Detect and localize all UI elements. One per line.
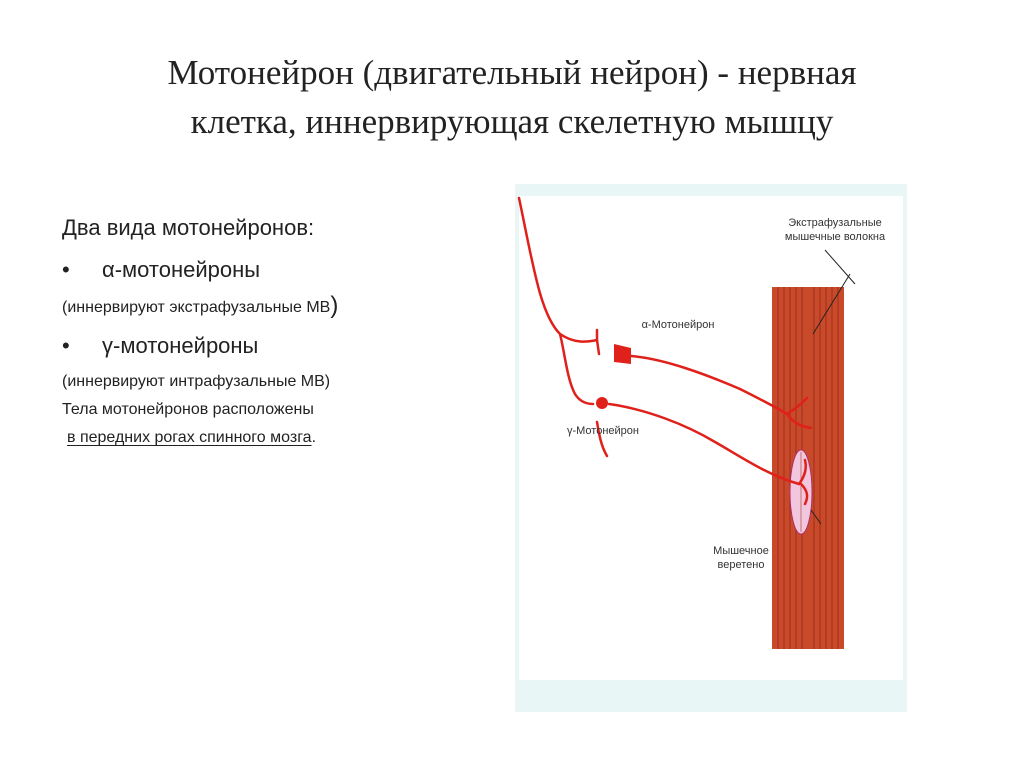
alpha-label: α-мотонейроны — [102, 257, 261, 282]
bullet-dot-icon: • — [62, 257, 70, 282]
gamma-label: γ-мотонейроны — [102, 333, 259, 358]
bullet-alpha: • α-мотонейроны — [62, 255, 502, 285]
gamma-motoneuron-label: γ-Мотонейрон — [566, 425, 639, 437]
gamma-motoneuron-body — [596, 397, 608, 409]
motoneuron-diagram: Экстрафузальные мышечные волокна α-Мотон… — [515, 184, 907, 712]
slide-title-line-2: клетка, иннервирующая скелетную мышцу — [190, 102, 834, 141]
slide-title-line-1: Мотонейрон (двигательный нейрон) - нервн… — [167, 53, 857, 92]
nerve-paths — [517, 196, 813, 506]
alpha-motoneuron-body — [614, 344, 631, 364]
slide-title: Мотонейрон (двигательный нейрон) - нервн… — [40, 48, 984, 146]
bullet-gamma: • γ-мотонейроны — [62, 331, 502, 361]
spindle-label: Мышечное веретено — [713, 545, 769, 571]
bullet-dot-icon: • — [62, 333, 70, 358]
diagram-svg — [517, 196, 856, 649]
alpha-note-close: ) — [330, 292, 339, 319]
location-period: . — [311, 429, 317, 446]
slide-content: Два вида мотонейронов: • α-мотонейроны (… — [62, 213, 502, 461]
location-line-2: в передних рогах спинного мозга. — [67, 427, 502, 449]
gamma-note: (иннервируют интрафузальные МВ) — [62, 373, 331, 390]
alpha-note-text: (иннервируют экстрафузальные МВ — [62, 299, 331, 316]
alpha-motoneuron-label: α-Мотонейрон — [641, 319, 715, 331]
alpha-note: (иннервируют экстрафузальные МВ) — [62, 292, 502, 319]
lead-text: Два вида мотонейронов: — [62, 215, 315, 240]
extrafusal-label: Экстрафузальные мышечные волокна — [784, 217, 886, 243]
location-underlined: в передних рогах спинного мозга — [67, 429, 312, 446]
location-line-1: Тела мотонейронов расположены — [62, 401, 314, 418]
